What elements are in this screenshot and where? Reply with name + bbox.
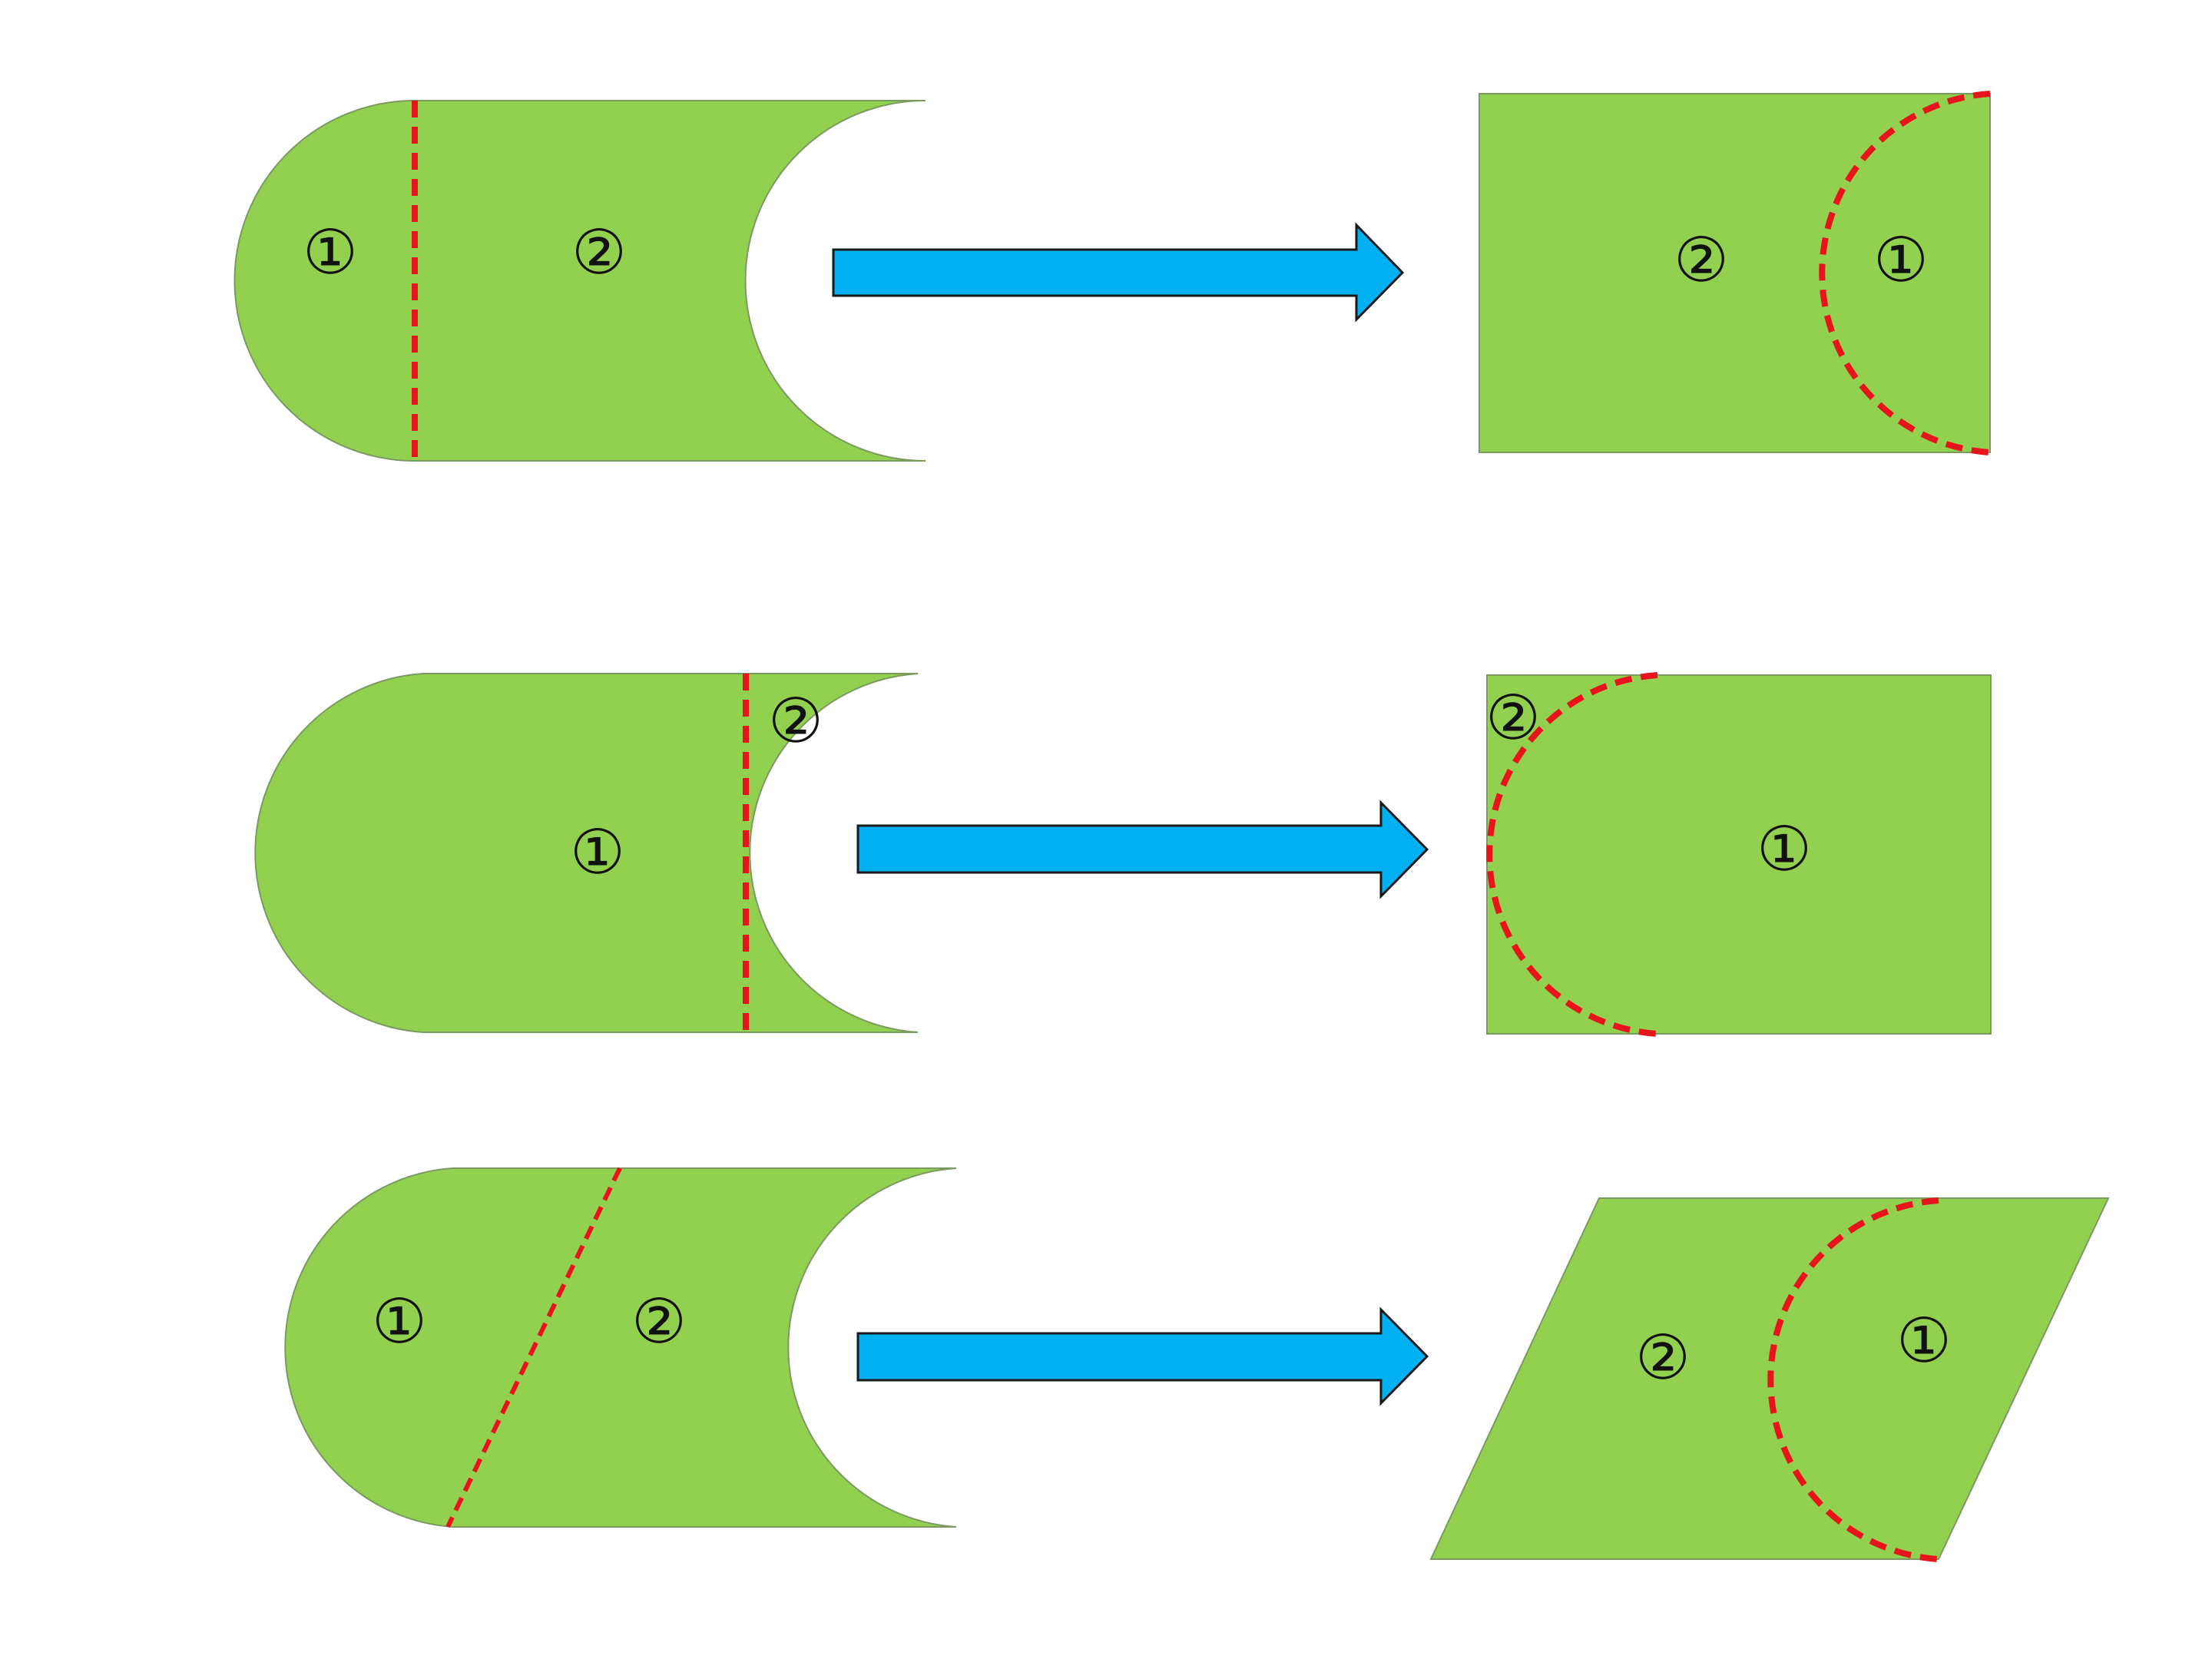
row-2-arrow	[856, 800, 1429, 899]
row-3-source-cut-line	[445, 1167, 622, 1528]
row-1-arrow	[832, 222, 1405, 323]
row-3-source-label-1: ①	[372, 1286, 427, 1357]
row-2: ① ② ② ①	[254, 672, 1992, 1037]
row-1-result-shape	[1479, 93, 1991, 453]
row-2-source-label-2: ②	[768, 685, 823, 757]
row-3-result-cut-curve	[1767, 1197, 1939, 1562]
row-1: ① ② ② ①	[233, 91, 1991, 462]
row-2-source-label-1: ①	[570, 816, 625, 888]
row-3-source-shape	[284, 1167, 957, 1528]
row-2-result-cut-curve	[1486, 672, 1658, 1037]
row-3: ① ② ② ①	[284, 1167, 2110, 1562]
row-2-result-shape	[1486, 674, 1992, 1035]
row-1-result-label-2: ②	[1674, 224, 1729, 296]
row-1-source-label-1: ①	[303, 217, 358, 288]
row-3-source-label-2: ②	[631, 1286, 687, 1357]
row-1-result-label-1: ①	[1873, 224, 1929, 296]
row-2-result-label-1: ①	[1757, 813, 1812, 885]
row-2-source-shape	[254, 673, 919, 1033]
row-2-result-label-2: ②	[1485, 682, 1541, 753]
row-1-source-shape	[233, 100, 926, 462]
row-3-result-label-2: ②	[1635, 1322, 1690, 1393]
row-1-source-label-2: ②	[571, 217, 627, 288]
row-1-result-cut-curve	[1819, 91, 1991, 455]
row-3-result-label-1: ①	[1896, 1305, 1952, 1376]
row-3-arrow	[856, 1306, 1429, 1406]
